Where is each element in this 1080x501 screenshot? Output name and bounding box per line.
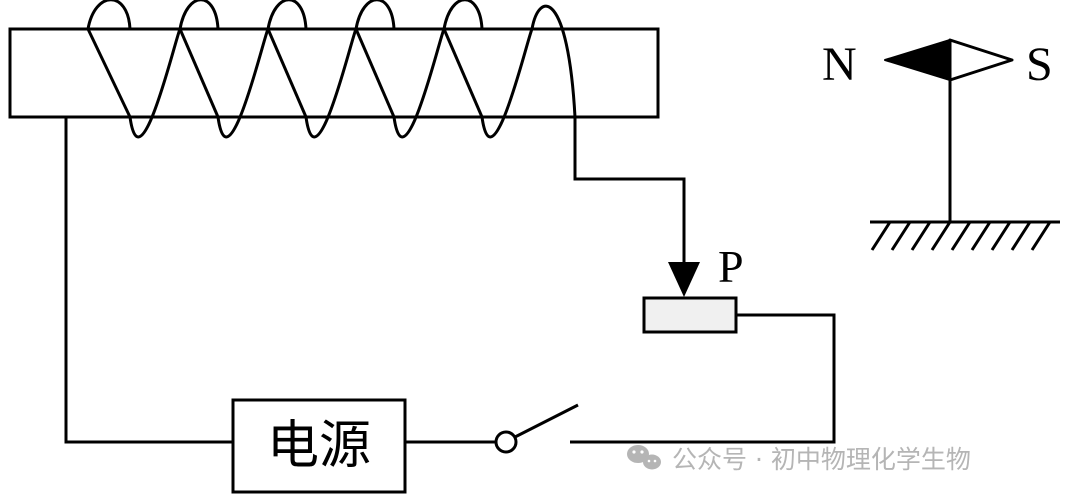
wire-coil-to-slider xyxy=(573,117,686,270)
coil-arc-top xyxy=(86,0,132,30)
ground-hatch xyxy=(1010,221,1032,251)
coil-diagonal xyxy=(354,28,396,118)
slider-label: P xyxy=(718,241,744,292)
needle-south-half xyxy=(948,38,1014,82)
ground-hatch xyxy=(870,221,892,251)
coil-loop xyxy=(480,28,534,139)
rheostat xyxy=(642,296,738,334)
coil-loop xyxy=(128,28,182,139)
wire-left xyxy=(64,117,233,444)
needle-north-half xyxy=(884,39,951,81)
coil-arc-top xyxy=(354,0,396,30)
ground-hatch xyxy=(930,221,952,251)
compass-north-label: N xyxy=(822,38,857,91)
ground-hatch xyxy=(910,221,932,251)
ground-hatch xyxy=(890,221,912,251)
coil-loop xyxy=(392,28,446,139)
switch-lever xyxy=(514,403,579,439)
ground-hatch xyxy=(990,221,1012,251)
ground-hatch xyxy=(1030,221,1052,251)
compass-south-label: S xyxy=(1026,38,1053,91)
switch xyxy=(494,403,579,454)
solenoid-coil xyxy=(86,0,577,139)
power-supply-box xyxy=(231,398,407,494)
switch-pivot xyxy=(494,430,518,454)
ground-hatch xyxy=(970,221,992,251)
coil-diagonal xyxy=(442,28,484,118)
coil-arc-top xyxy=(530,4,577,118)
coil-arc-top xyxy=(266,0,308,30)
watermark: 公众号 · 初中物理化学生物 xyxy=(627,445,971,474)
coil-diagonal xyxy=(178,28,220,118)
wire-right xyxy=(570,313,836,444)
compass-needle xyxy=(884,38,1014,222)
ground xyxy=(870,220,1060,251)
watermark-text: 公众号 · 初中物理化学生物 xyxy=(672,445,971,474)
ground-hatch xyxy=(950,221,972,251)
coil-arc-top xyxy=(178,0,220,30)
coil-arc-top xyxy=(442,0,484,30)
coil-loop xyxy=(216,28,270,139)
coil-diagonal xyxy=(86,28,132,118)
coil-loop xyxy=(304,28,358,139)
power-supply-label: 电源 xyxy=(267,416,371,476)
coil-diagonal xyxy=(266,28,308,118)
slider-arrowhead xyxy=(668,262,700,297)
wechat-icon xyxy=(627,445,661,470)
